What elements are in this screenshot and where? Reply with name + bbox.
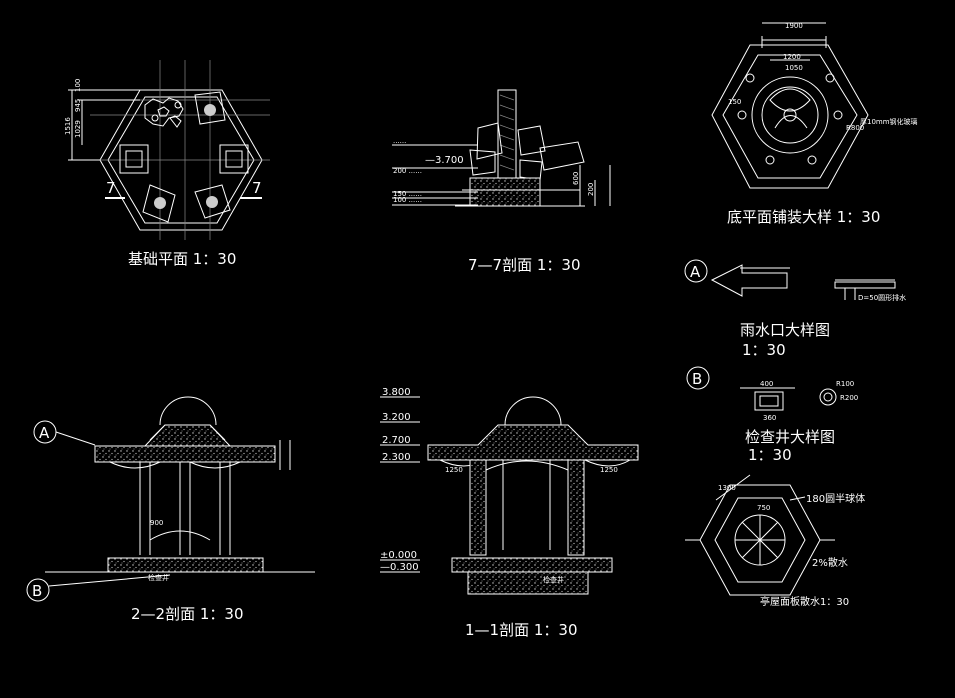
rain-outlet-title-2: 1：30 <box>742 341 786 359</box>
section-22-title: 2—2剖面 1：30 <box>131 605 244 623</box>
paving-detail-title: 底平面铺装大样 1：30 <box>727 208 880 226</box>
radius-800: R800 <box>846 124 864 132</box>
roof-drain-title: 亭屋面板散水1：30 <box>760 595 849 608</box>
well-note-22: 检查井 <box>148 573 169 582</box>
roof-drain-plan: 1300 750 180圆半球体 2%散水 亭屋面板散水1：30 <box>685 474 865 608</box>
svg-text:......: ...... <box>393 137 406 145</box>
marker-a-rain: A <box>690 263 701 281</box>
dim-1200: 1200 <box>783 53 801 61</box>
dim-600: 600 <box>572 172 580 185</box>
dim-945: 945 <box>74 99 82 112</box>
slope-note: 2%散水 <box>812 556 848 569</box>
dim-1300: 1300 <box>718 484 736 492</box>
inspection-well-detail: B 400 360 R100 R200 检查井大样图 1：30 <box>686 366 858 464</box>
section-1-1: 3.800 3.200 2.700 2.300 ±0.000 —0.300 12… <box>380 387 639 639</box>
dim-1250-right: 1250 <box>600 466 618 474</box>
level-2700: 2.700 <box>382 435 411 446</box>
dim-900: 900 <box>150 519 163 527</box>
marker-b-22: B <box>32 582 42 600</box>
rain-outlet-detail: A D=50圆形排水 雨水口大样图 1：30 <box>684 259 906 359</box>
section-7-7: —3.700 ...... 200 ...... 150 ...... 100 … <box>392 89 611 274</box>
rain-outlet-title-1: 雨水口大样图 <box>740 321 830 339</box>
radius-100: R100 <box>836 380 854 388</box>
dim-1250-left: 1250 <box>445 466 463 474</box>
foundation-plan-title: 基础平面 1：30 <box>128 250 236 268</box>
level-2300: 2.300 <box>382 452 411 463</box>
ten-mm-note: 厚10mm钢化玻璃 <box>860 117 918 126</box>
svg-text:100 ......: 100 ...... <box>393 196 422 204</box>
marker-a-22: A <box>39 424 50 442</box>
level-minus-3700: —3.700 <box>425 155 464 166</box>
svg-text:150 ......: 150 ...... <box>393 190 422 198</box>
level-0000: ±0.000 <box>380 550 417 561</box>
dim-1516: 1516 <box>64 117 72 135</box>
level-3800: 3.800 <box>382 387 411 398</box>
marker-b-well: B <box>692 370 702 388</box>
outlet-note: D=50圆形排水 <box>858 293 906 302</box>
section-11-title: 1—1剖面 1：30 <box>465 621 578 639</box>
dim-400: 400 <box>760 380 773 388</box>
dim-1029: 1029 <box>74 120 82 138</box>
paving-detail: 1900 1200 1050 150 R800 厚10mm钢化玻璃 底平面铺装大… <box>711 22 918 226</box>
section-2-2: A B 900 检查井 2—2剖面 1：30 <box>26 396 315 623</box>
inspection-well-title-2: 1：30 <box>748 446 792 464</box>
sphere-note: 180圆半球体 <box>806 492 865 505</box>
dim-200: 200 <box>587 183 595 196</box>
section-77-title: 7—7剖面 1：30 <box>468 256 581 274</box>
section-marker-7-right: 7 <box>252 179 262 197</box>
dim-100: 100 <box>74 79 82 92</box>
radius-200: R200 <box>840 394 858 402</box>
dim-1900: 1900 <box>785 22 803 30</box>
level-minus-0300: —0.300 <box>380 562 419 573</box>
svg-text:200 ......: 200 ...... <box>393 167 422 175</box>
dim-150: 150 <box>728 98 741 106</box>
dim-750: 750 <box>757 504 770 512</box>
foundation-plan: 1516 1029 945 100 7 7 基础平面 1：30 <box>64 60 270 268</box>
section-marker-7-left: 7 <box>106 179 116 197</box>
dim-360: 360 <box>763 414 776 422</box>
inspection-well-title-1: 检查井大样图 <box>745 428 835 446</box>
level-3200: 3.200 <box>382 412 411 423</box>
well-note-11: 检查井 <box>543 575 564 584</box>
dim-1050: 1050 <box>785 64 803 72</box>
